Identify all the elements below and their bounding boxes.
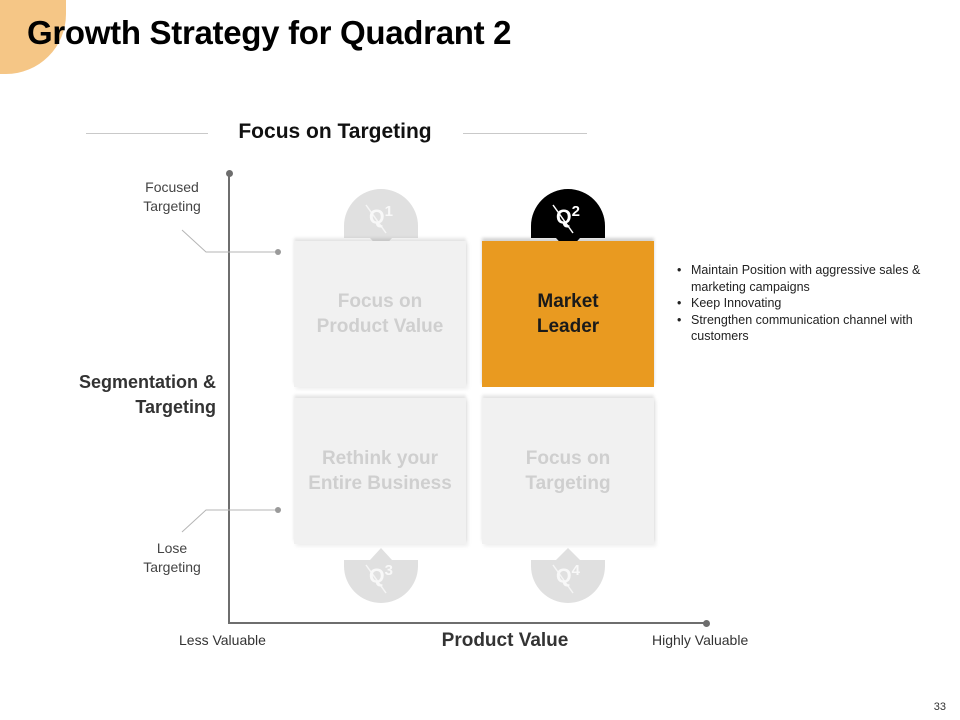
slide-title: Growth Strategy for Quadrant 2	[27, 14, 512, 51]
subtitle-rule-right	[463, 133, 587, 134]
page-number: 33	[933, 701, 946, 713]
q3-number: 3	[384, 562, 393, 579]
x-right-label: Highly Valuable	[652, 632, 749, 648]
q3-letter: Q	[369, 565, 385, 588]
bullet-item: Keep Innovating	[677, 295, 927, 312]
quadrant-3-box: Rethink your Entire Business	[294, 398, 466, 544]
y-axis-label: Segmentation & Targeting	[78, 372, 216, 417]
q1-label: Q1	[344, 203, 418, 230]
x-axis-end-dot	[703, 619, 710, 627]
y-axis	[228, 174, 230, 624]
q2-badge	[531, 189, 605, 251]
quadrant-3-text: Rethink your Entire Business	[308, 448, 452, 494]
y-top-label-text: Focused Targeting	[143, 179, 201, 214]
bullet-item: Maintain Position with aggressive sales …	[677, 262, 927, 295]
q2-number: 2	[571, 203, 580, 220]
q1-number: 1	[384, 203, 393, 220]
q2-letter: Q	[556, 206, 572, 229]
q4-label: Q4	[531, 562, 605, 589]
quadrant-2-box: Market Leader	[482, 241, 654, 387]
quadrant-2-text: Market Leader	[536, 291, 600, 337]
q3-label: Q3	[344, 562, 418, 589]
q3-badge	[344, 548, 418, 603]
subtitle-rule-left	[86, 133, 208, 134]
q4-slash	[552, 564, 574, 594]
lose-leader-line	[181, 509, 276, 533]
subtitle: Focus on Targeting	[238, 120, 432, 143]
x-axis	[228, 622, 706, 624]
q1-slash	[365, 204, 387, 234]
q2-label: Q2	[531, 203, 605, 230]
y-bottom-label-text: Lose Targeting	[143, 540, 201, 575]
quadrant-1-text: Focus on Product Value	[316, 291, 444, 337]
q1-letter: Q	[369, 206, 385, 229]
bullet-item: Strengthen communication channel with cu…	[677, 312, 927, 345]
quadrant-1-box: Focus on Product Value	[294, 241, 466, 387]
q3-slash	[365, 564, 387, 594]
y-bottom-label: Lose Targeting	[124, 539, 220, 577]
q2-slash	[552, 204, 574, 234]
focused-marker-dot	[275, 249, 281, 255]
x-axis-label: Product Value	[441, 630, 569, 651]
q4-badge	[531, 548, 605, 603]
y-top-label: Focused Targeting	[124, 178, 220, 216]
q4-letter: Q	[556, 565, 572, 588]
q1-badge	[344, 189, 418, 250]
quadrant-4-text: Focus on Targeting	[525, 448, 611, 494]
x-left-label: Less Valuable	[179, 632, 266, 648]
y-axis-end-dot	[225, 170, 233, 177]
strategy-bullet-list: Maintain Position with aggressive sales …	[677, 262, 927, 345]
q4-number: 4	[571, 562, 580, 579]
focused-leader-line	[181, 229, 276, 253]
lose-marker-dot	[275, 507, 281, 513]
quadrant-4-box: Focus on Targeting	[482, 398, 654, 544]
